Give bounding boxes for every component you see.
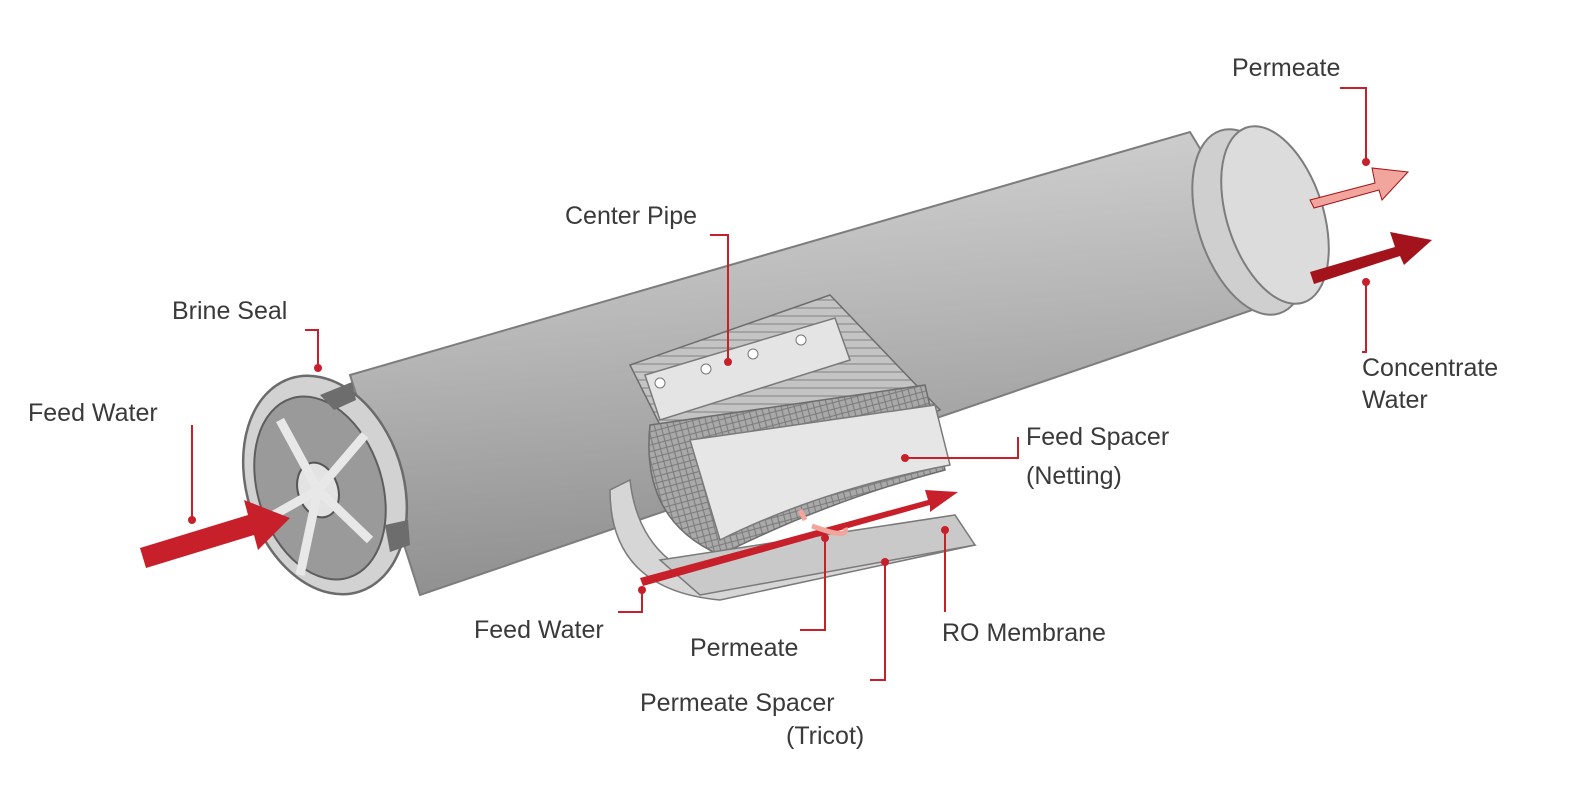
permeate-flow-swirl	[797, 508, 849, 536]
permeate-outlet-arrow	[1309, 167, 1410, 209]
leader-dot	[188, 516, 196, 524]
label-permeate-spacer-1: Permeate Spacer	[640, 689, 835, 717]
permeate-spacer-sheet	[658, 514, 977, 596]
label-center-pipe: Center Pipe	[565, 202, 698, 230]
label-feed-water-sheet: Feed Water	[474, 616, 604, 644]
pipe-hole	[700, 363, 712, 375]
leader-dot	[881, 558, 889, 566]
pipe-hole	[654, 377, 666, 389]
brine-seal-clip	[320, 382, 356, 410]
concentrate-outlet-arrow	[1310, 232, 1432, 284]
membrane-sheet	[689, 404, 951, 542]
brine-seal-clip	[385, 520, 410, 552]
pipe-hole	[795, 334, 807, 346]
end-cap-spokes	[262, 417, 374, 576]
feed-water-sheet-arrow	[640, 490, 958, 586]
label-feed-water-inlet: Feed Water	[28, 399, 158, 427]
pipe-hole	[747, 348, 759, 360]
label-feed-spacer-1: Feed Spacer	[1026, 423, 1170, 451]
leader-permeate-spacer	[870, 562, 886, 681]
leader-brine-seal	[305, 329, 319, 368]
leader-dot	[941, 526, 949, 534]
leader-dot	[724, 358, 732, 366]
leader-permeate-sheet	[800, 538, 826, 631]
leader-dot	[1362, 278, 1370, 286]
label-permeate-spacer-2: (Tricot)	[786, 722, 865, 750]
leader-concentrate	[1362, 282, 1367, 353]
label-permeate-sheet: Permeate	[690, 634, 799, 662]
label-brine-seal: Brine Seal	[172, 297, 288, 325]
label-concentrate-water-1: Concentrate	[1362, 354, 1499, 382]
label-concentrate-water-2: Water	[1362, 386, 1428, 414]
feed-water-inlet-arrow	[140, 500, 290, 568]
leader-center-pipe	[710, 234, 729, 362]
leader-dot	[901, 454, 909, 462]
leader-dot	[314, 364, 322, 372]
label-feed-spacer-2: (Netting)	[1026, 462, 1122, 490]
leader-feed-water-sheet	[618, 590, 643, 613]
leader-dot	[821, 534, 829, 542]
leader-dot	[638, 586, 646, 594]
leader-permeate-outlet	[1340, 87, 1367, 162]
label-permeate-outlet: Permeate	[1232, 54, 1341, 82]
leader-dot	[1362, 158, 1370, 166]
leader-feed-spacer	[905, 437, 1019, 459]
label-ro-membrane: RO Membrane	[942, 619, 1106, 647]
